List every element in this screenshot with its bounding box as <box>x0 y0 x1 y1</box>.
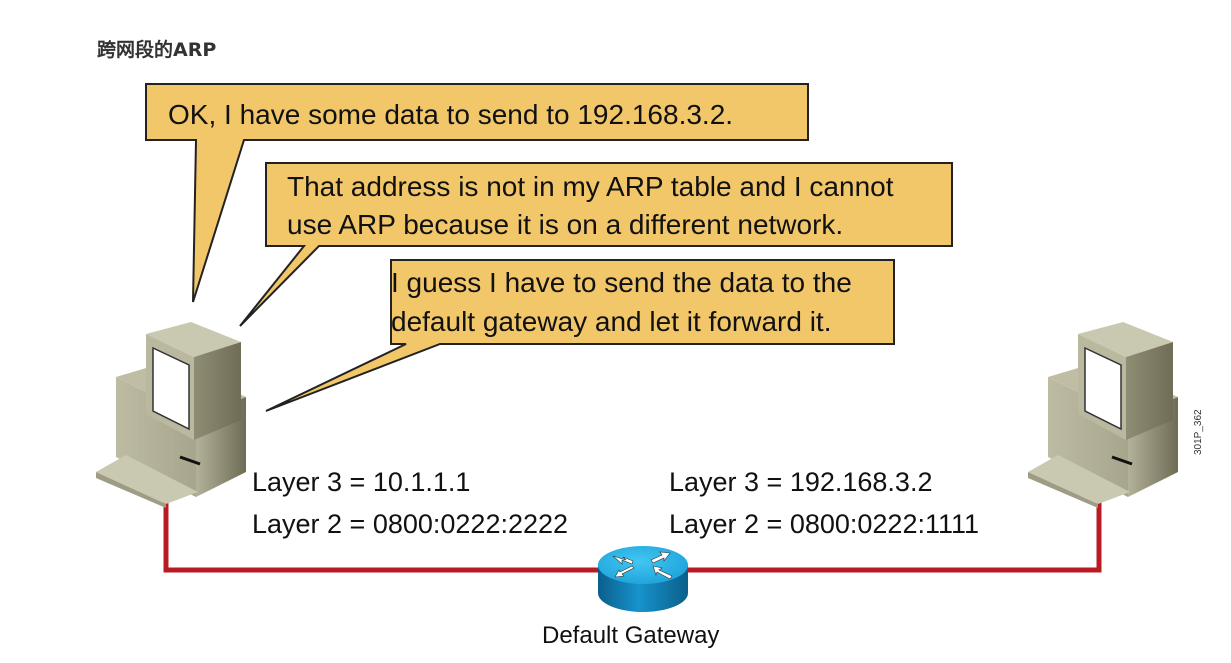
left-host-layer2: Layer 2 = 0800:0222:2222 <box>252 509 568 539</box>
bubble-1-text: OK, I have some data to send to 192.168.… <box>168 99 733 130</box>
speech-bubble-1: OK, I have some data to send to 192.168.… <box>145 83 809 303</box>
right-host-layer3: Layer 3 = 192.168.3.2 <box>669 467 932 497</box>
bubble-2-line-2: use ARP because it is on a different net… <box>287 209 843 240</box>
bubble-3-line-1: I guess I have to send the data to the <box>391 267 852 298</box>
left-host-layer3: Layer 3 = 10.1.1.1 <box>252 467 470 497</box>
destination-pc-icon <box>1028 322 1178 508</box>
source-pc-icon <box>96 322 246 508</box>
speech-bubble-2: That address is not in my ARP table and … <box>239 162 953 327</box>
right-host-layer2: Layer 2 = 0800:0222:1111 <box>669 509 979 539</box>
figure-code: 301P_362 <box>1193 409 1204 455</box>
bubble-3-line-2: default gateway and let it forward it. <box>391 306 831 337</box>
bubble-2-line-1: That address is not in my ARP table and … <box>287 171 894 202</box>
router-label: Default Gateway <box>542 622 719 649</box>
router-icon <box>598 546 688 612</box>
speech-bubble-3: I guess I have to send the data to the d… <box>265 259 895 412</box>
page-title: 跨网段的ARP <box>97 39 217 61</box>
